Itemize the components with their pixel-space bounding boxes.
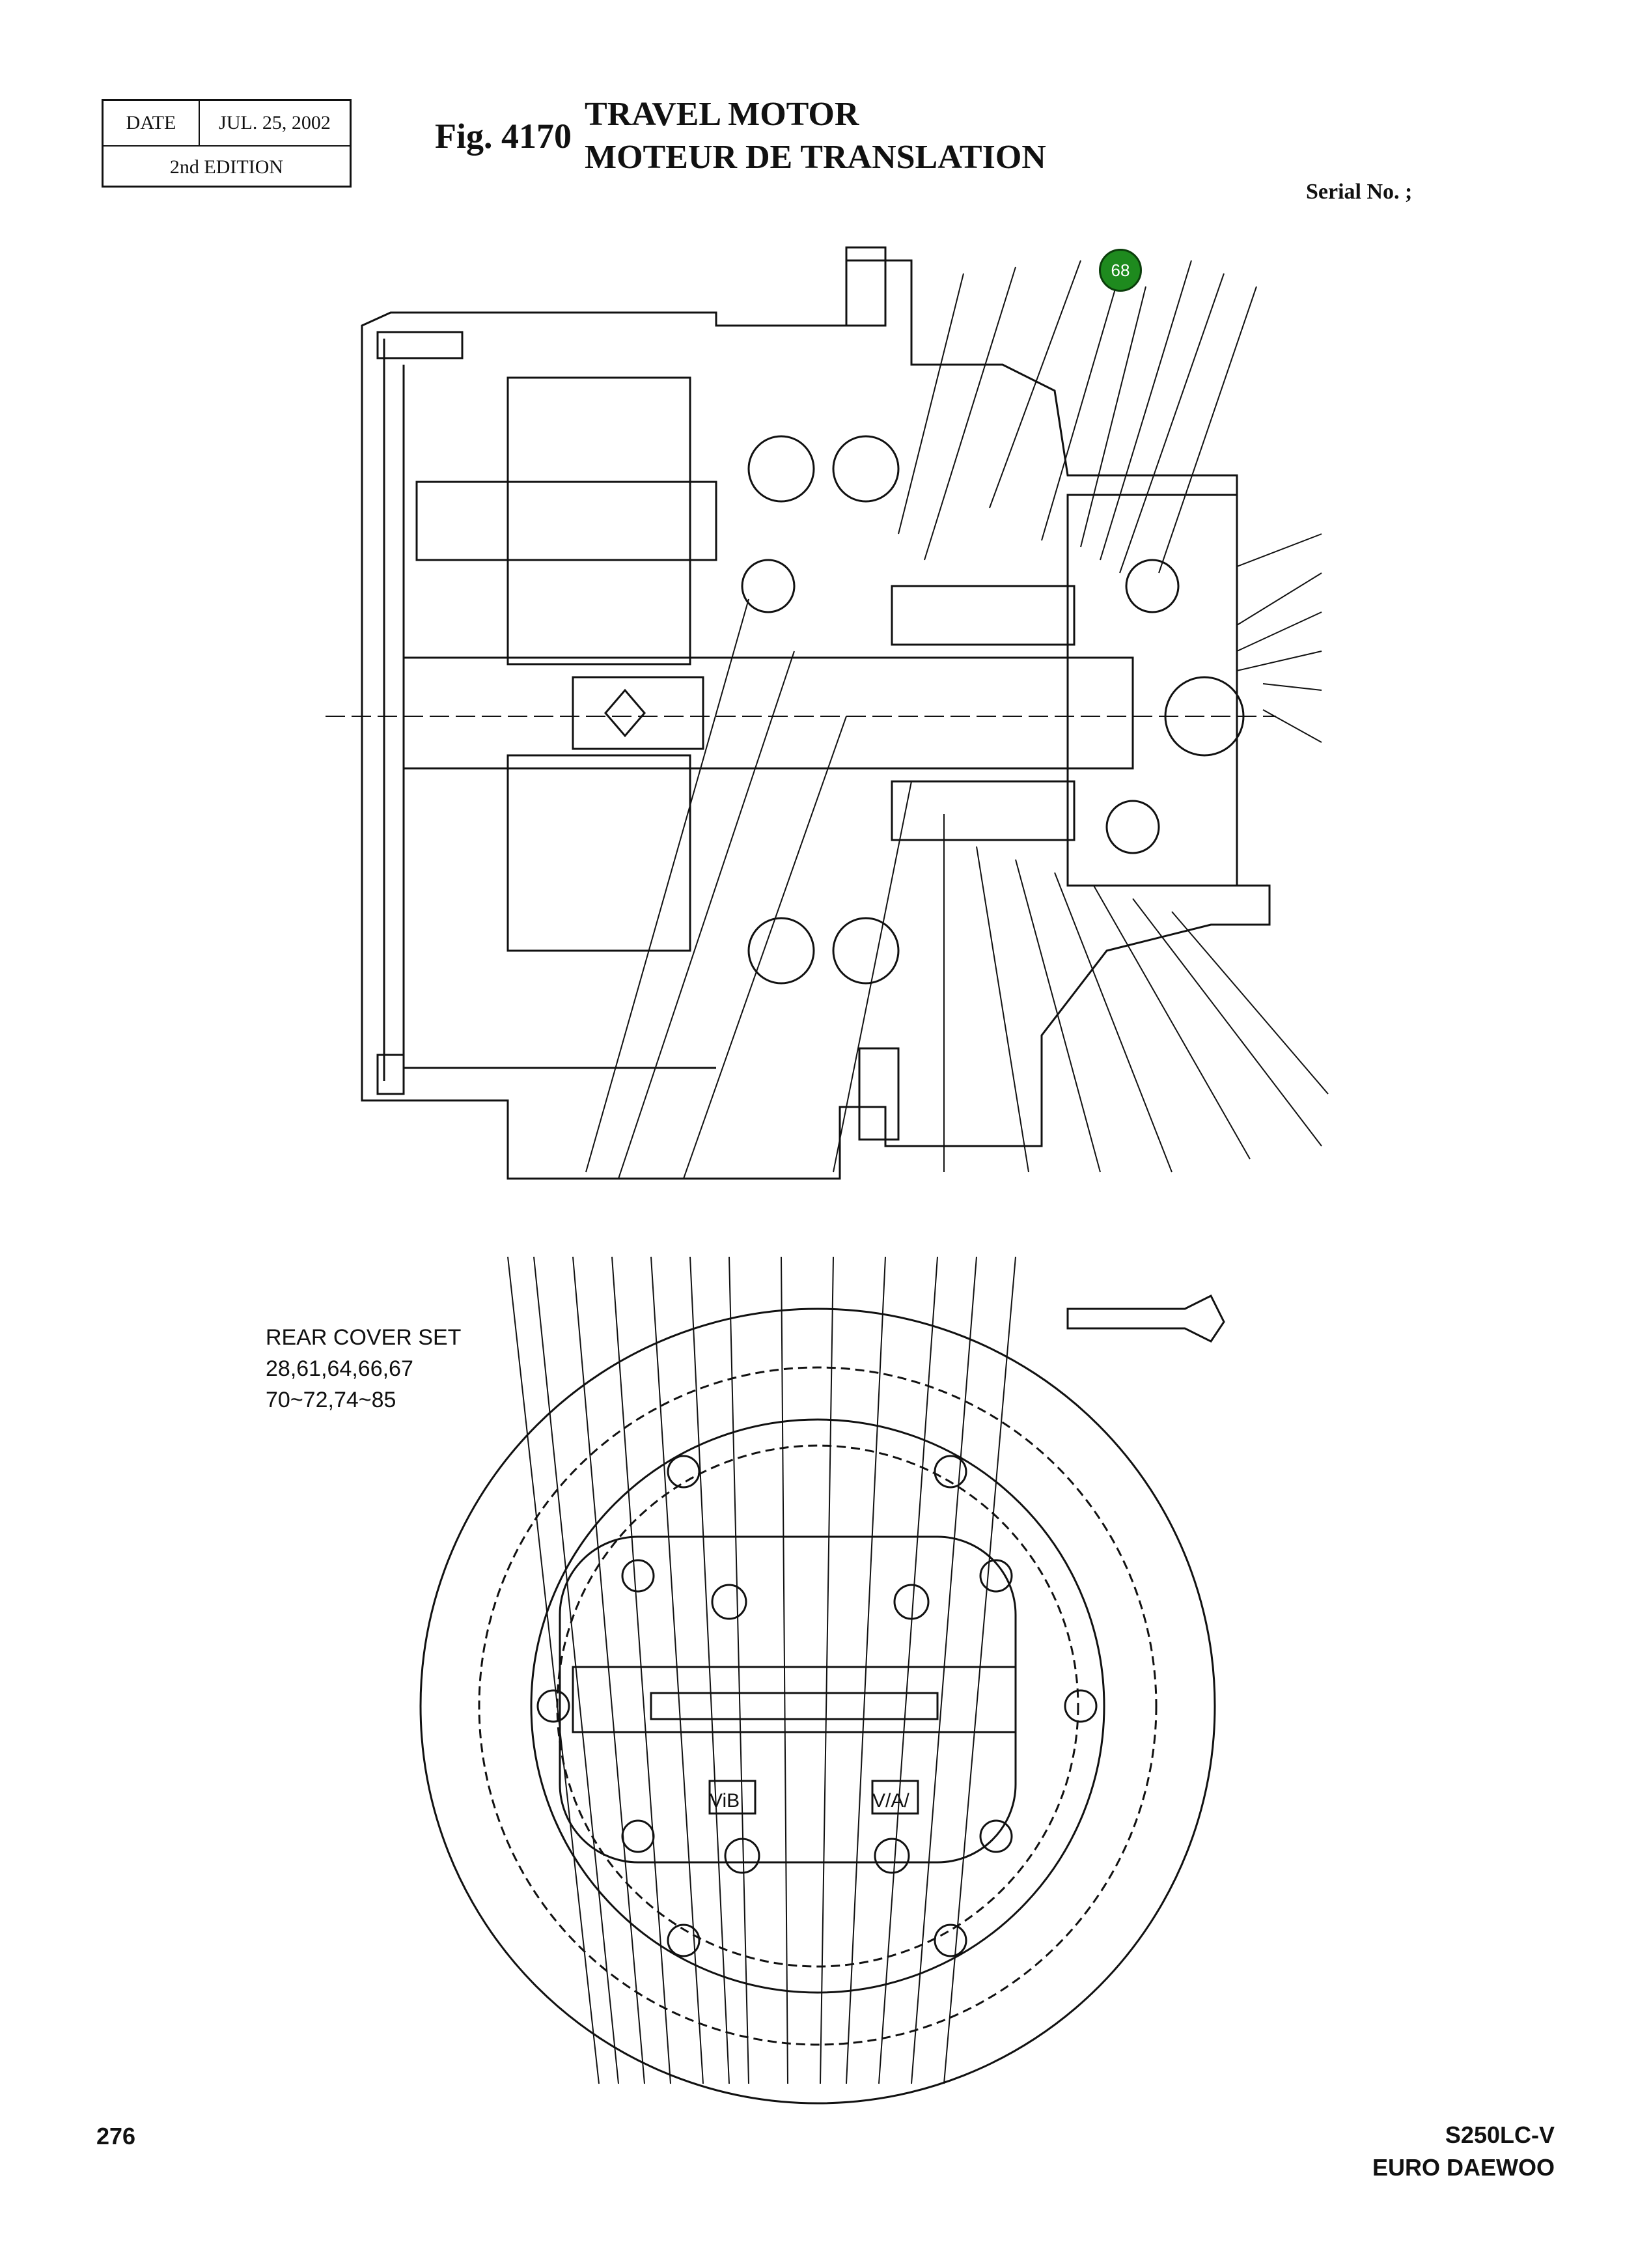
rear-bolt: [979, 1559, 1013, 1593]
rear-bolt: [893, 1584, 930, 1620]
rear-bolt: [724, 1838, 760, 1874]
rear-bolt-circle-inner: [556, 1444, 1079, 1968]
rear-cover-plug: [1105, 800, 1160, 854]
rear-view: [419, 1294, 1225, 2105]
title-english: TRAVEL MOTOR: [585, 96, 859, 133]
rear-outer-ring: [419, 1308, 1216, 2105]
roller-bearing-left: [741, 559, 796, 613]
rear-bolt: [874, 1838, 910, 1874]
port-label-right: V/A/: [872, 1790, 909, 1812]
piston-lower: [891, 780, 1075, 841]
model-name: S250LC-V: [1445, 2121, 1555, 2148]
rear-inner-ring: [530, 1418, 1105, 1994]
bearing-lower-left: [747, 917, 815, 985]
rear-bolt: [934, 1924, 967, 1957]
rear-cover-valve: [1125, 559, 1180, 613]
edition-label: 2nd EDITION: [169, 156, 284, 178]
rear-bolt: [1064, 1689, 1098, 1723]
main-shaft: [402, 656, 1134, 770]
date-row: DATE JUL. 25, 2002: [104, 101, 350, 147]
callout-68[interactable]: 68: [1099, 249, 1142, 292]
leader-lines-upper: [585, 260, 1329, 1179]
rear-cover-title: REAR COVER SET: [266, 1325, 462, 1350]
shaft-coupling: [572, 676, 704, 750]
rear-bolt: [536, 1689, 570, 1723]
gear-shaft-upper: [415, 481, 717, 561]
cross-section-view: [326, 246, 1276, 1180]
planet-gear-upper: [506, 376, 691, 665]
rear-spool: [650, 1692, 939, 1720]
housing-bolt-upper: [376, 331, 464, 359]
brand-name: EURO DAEWOO: [1372, 2154, 1555, 2181]
mounting-bolt-bottom: [858, 1047, 900, 1141]
rear-bolt: [711, 1584, 747, 1620]
figure-number: Fig. 4170: [435, 117, 572, 156]
port-label-box-right: [871, 1780, 919, 1815]
rear-cover-set-note: REAR COVER SET 28,61,64,66,67 70~72,74~8…: [266, 1322, 461, 1416]
rear-valve-body: [559, 1535, 1017, 1864]
detail-fitting: [1066, 1294, 1225, 1343]
title-french: MOTEUR DE TRANSLATION: [585, 139, 1046, 176]
rear-bolt: [667, 1924, 701, 1957]
date-value: JUL. 25, 2002: [219, 112, 331, 133]
bearing-upper-left: [747, 435, 815, 503]
planet-gear-lower: [506, 754, 691, 952]
rear-bolt: [621, 1559, 655, 1593]
rear-bolt: [934, 1455, 967, 1489]
rear-spool-housing: [572, 1666, 1017, 1733]
rear-bolt-circle-outer: [478, 1366, 1158, 2046]
piston-upper: [891, 585, 1075, 646]
mounting-bolt-top: [845, 246, 887, 327]
date-edition-box: DATE JUL. 25, 2002 2nd EDITION: [102, 99, 352, 188]
date-label: DATE: [104, 101, 200, 145]
page-number: 276: [96, 2123, 136, 2149]
rear-cover-parts-1: 28,61,64,66,67: [266, 1356, 413, 1381]
rear-cover-block: [1066, 494, 1238, 887]
bearing-upper-right: [832, 435, 900, 503]
rear-cover-parts-2: 70~72,74~85: [266, 1388, 396, 1412]
leader-lines-lower: [507, 1256, 1016, 2084]
shaft-center-mark: [604, 688, 646, 738]
rear-bolt: [979, 1819, 1013, 1853]
bearing-lower-right: [832, 917, 900, 985]
serial-number-label: Serial No. ;: [1306, 180, 1413, 204]
housing-bolt-lower: [376, 1054, 405, 1095]
rear-bolt: [667, 1455, 701, 1489]
rear-bolt: [621, 1819, 655, 1853]
port-label-box-left: [708, 1780, 756, 1815]
port-label-left: ViB: [710, 1790, 740, 1812]
